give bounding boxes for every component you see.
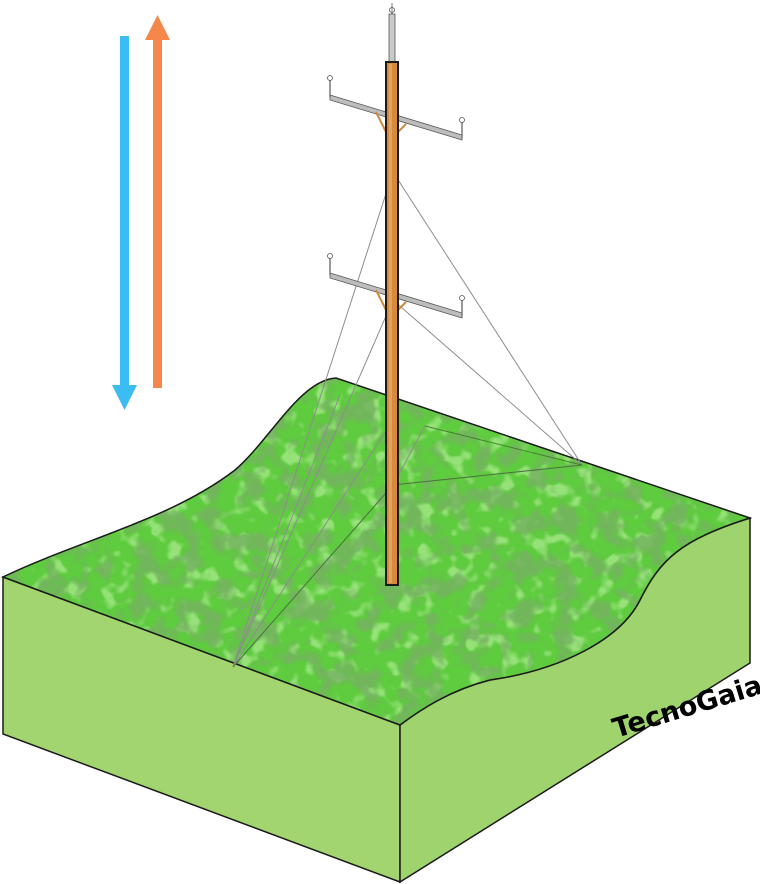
utility-pole [385, 61, 399, 586]
up-arrow [145, 15, 170, 388]
guy-wire-ground-lines [232, 425, 583, 668]
pole-top-mast [388, 3, 396, 65]
down-arrow [112, 36, 137, 410]
